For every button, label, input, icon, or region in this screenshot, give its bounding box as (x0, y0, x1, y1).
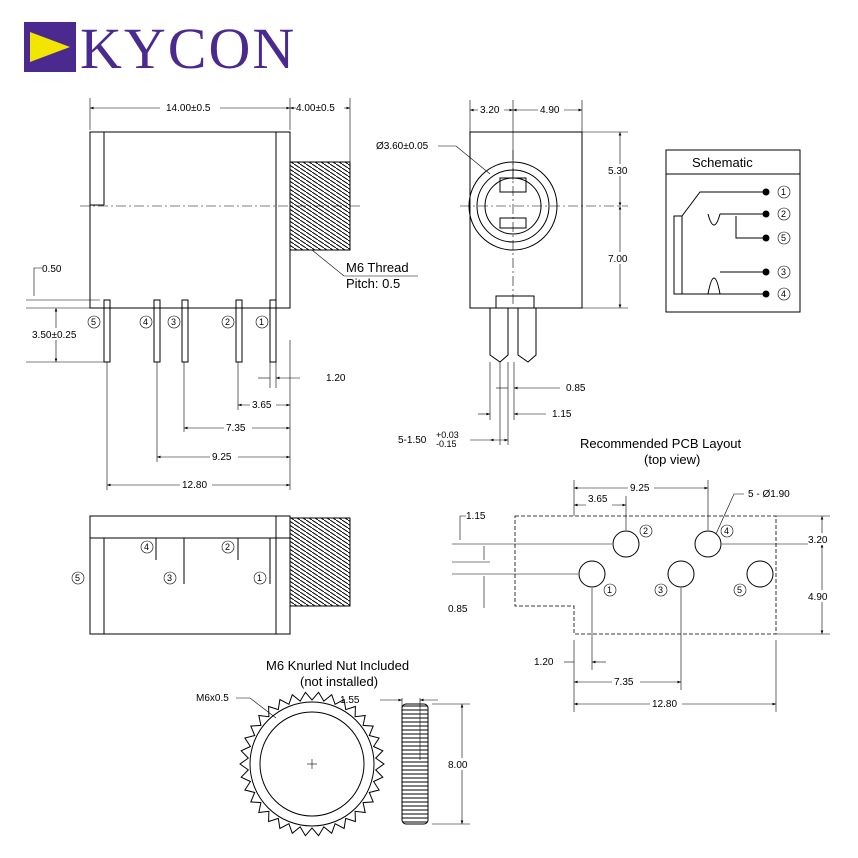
jack-body-side (89, 131, 291, 309)
nut-dim-thickness: 1.55 (340, 695, 360, 706)
schematic-title: Schematic (692, 155, 753, 170)
dim-pin-tol-minus: -0.15 (436, 439, 457, 449)
pcb-dim-1-20: 1.20 (534, 657, 554, 668)
pcb-title: Recommended PCB Layout (580, 436, 742, 451)
dim-front-left: 3.20 (480, 105, 500, 116)
dim-pin-height: 3.50±0.25 (32, 330, 77, 341)
svg-text:1: 1 (781, 187, 786, 197)
dim-front-right: 4.90 (540, 105, 560, 116)
dim-front-top: 5.30 (608, 166, 628, 177)
nut-title: M6 Knurled Nut Included (266, 658, 409, 673)
side-view: 14.00±0.5 4.00±0.5 5 4 3 2 1 (26, 98, 418, 491)
dim-front-0-85: 0.85 (566, 383, 586, 394)
knurled-nut: M6 Knurled Nut Included (not installed) … (196, 658, 474, 837)
svg-text:3: 3 (781, 267, 786, 277)
svg-text:4: 4 (144, 542, 149, 552)
svg-text:1: 1 (257, 573, 262, 583)
dim-pin-tol: 5-1.50 (398, 435, 427, 446)
pcb-dim-7-35: 7.35 (614, 677, 634, 688)
dim-thread-length: 4.00±0.5 (296, 103, 335, 114)
dim-7-35: 7.35 (226, 423, 246, 434)
schematic-box: Schematic 1 2 5 3 4 (665, 149, 801, 313)
svg-text:3: 3 (171, 317, 176, 327)
dim-pin-offset: 0.50 (42, 264, 62, 275)
side-pin-labels: 5 4 3 2 1 (87, 315, 269, 329)
dim-hole: Ø3.60±0.05 (376, 141, 429, 152)
svg-text:3: 3 (658, 585, 663, 595)
dim-front-1-15: 1.15 (552, 409, 572, 420)
nut-knurl-outline (239, 691, 385, 837)
svg-text:3: 3 (167, 573, 172, 583)
bottom-view: 4 2 5 3 1 (71, 515, 351, 635)
pcb-subtitle: (top view) (644, 452, 700, 467)
svg-text:2: 2 (225, 542, 230, 552)
svg-text:1: 1 (607, 585, 612, 595)
dim-front-bottom: 7.00 (608, 254, 628, 265)
svg-text:5: 5 (737, 585, 742, 595)
svg-text:4: 4 (143, 317, 148, 327)
pcb-dim-4-90: 4.90 (808, 592, 828, 603)
svg-text:1: 1 (259, 317, 264, 327)
nut-dim-diameter: 8.00 (448, 760, 468, 771)
pitch-label: Pitch: 0.5 (346, 276, 400, 291)
svg-text:5: 5 (91, 317, 96, 327)
nut-side (401, 703, 429, 825)
svg-text:2: 2 (225, 317, 230, 327)
dim-pin-tol-plus: +0.03 (436, 430, 459, 440)
pcb-dim-3-65: 3.65 (588, 494, 608, 505)
pcb-dim-1-15: 1.15 (466, 511, 486, 522)
nut-dim-thread: M6x0.5 (196, 693, 229, 704)
dim-pin-width: 1.20 (326, 373, 346, 384)
pcb-dim-holes: 5 - Ø1.90 (748, 489, 790, 500)
dim-body-length: 14.00±0.5 (166, 103, 211, 114)
pcb-dim-3-20: 3.20 (808, 535, 828, 546)
front-view: 3.20 4.90 Ø3.60±0.05 5.30 7.00 (376, 100, 632, 449)
dim-9-25: 9.25 (212, 452, 232, 463)
kycon-logo: KYCON (24, 16, 296, 81)
pcb-dim-0-85: 0.85 (448, 604, 468, 615)
svg-text:5: 5 (781, 233, 786, 243)
svg-text:5: 5 (75, 573, 80, 583)
pcb-dim-12-80: 12.80 (652, 699, 677, 710)
svg-text:2: 2 (781, 209, 786, 219)
logo-mark-yellow (30, 32, 70, 62)
svg-text:4: 4 (724, 526, 729, 536)
thread-bottom (289, 517, 351, 607)
nut-subtitle: (not installed) (300, 674, 378, 689)
pcb-dim-9-25: 9.25 (630, 483, 650, 494)
svg-text:2: 2 (643, 526, 648, 536)
side-pins (103, 299, 277, 363)
logo-text: KYCON (80, 16, 296, 81)
svg-text:4: 4 (781, 289, 786, 299)
dim-12-80: 12.80 (182, 480, 207, 491)
pcb-layout: Recommended PCB Layout (top view) 2 4 1 … (448, 436, 834, 712)
dim-3-65: 3.65 (252, 400, 272, 411)
thread-label: M6 Thread (346, 260, 409, 275)
